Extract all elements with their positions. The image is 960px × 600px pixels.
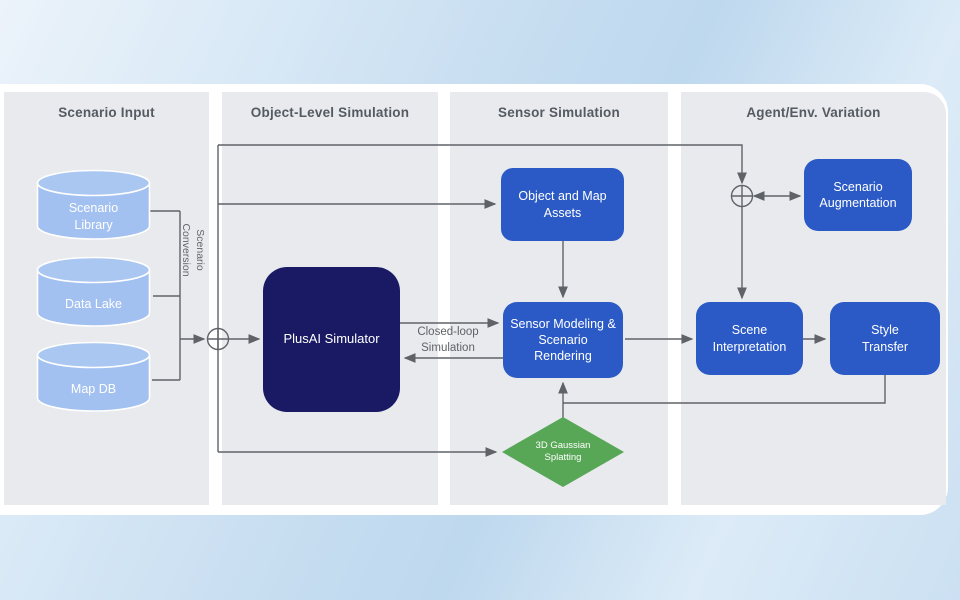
- node-object-map-assets: Object and Map Assets: [501, 168, 624, 241]
- node-map-db: Map DB: [36, 341, 151, 413]
- lane-title: Scenario Input: [58, 105, 155, 120]
- lane-title: Object-Level Simulation: [250, 105, 410, 120]
- node-label: Scenario Augmentation: [819, 179, 897, 210]
- node-scenario-library: Scenario Library: [36, 169, 151, 241]
- node-label: Sensor Modeling & Scenario Rendering: [510, 316, 616, 364]
- node-gaussian-splatting: 3D Gaussian Splatting: [502, 417, 624, 487]
- node-label: PlusAI Simulator: [283, 331, 380, 347]
- node-plusai-simulator: PlusAI Simulator: [263, 267, 400, 412]
- cylinder-icon: [36, 341, 151, 412]
- node-label: Style Transfer: [861, 323, 909, 354]
- node-scenario-augmentation: Scenario Augmentation: [804, 159, 912, 231]
- node-style-transfer: Style Transfer: [830, 302, 940, 375]
- cylinder-icon: [36, 256, 151, 327]
- node-label: Scenario Library: [68, 201, 119, 232]
- edge-label-scenario-conversion: Scenario Conversion: [180, 223, 207, 277]
- edge-label-closed-loop: Closed-loop Simulation: [417, 326, 479, 354]
- cylinder-icon: [36, 169, 151, 240]
- node-sensor-modeling: Sensor Modeling & Scenario Rendering: [503, 302, 623, 378]
- lane-agent-env-variation: Agent/Env. Variation: [681, 92, 946, 505]
- node-scene-interpretation: Scene Interpretation: [696, 302, 803, 375]
- node-label: Data Lake: [65, 296, 122, 311]
- node-label: Map DB: [70, 381, 117, 396]
- node-label: 3D Gaussian Splatting: [535, 439, 591, 463]
- diamond-icon: [502, 417, 624, 487]
- node-label: Object and Map Assets: [518, 189, 607, 220]
- node-label: Scene Interpretation: [712, 323, 787, 354]
- node-data-lake: Data Lake: [36, 256, 151, 328]
- lane-title: Sensor Simulation: [498, 105, 620, 120]
- lane-title: Agent/Env. Variation: [746, 105, 881, 120]
